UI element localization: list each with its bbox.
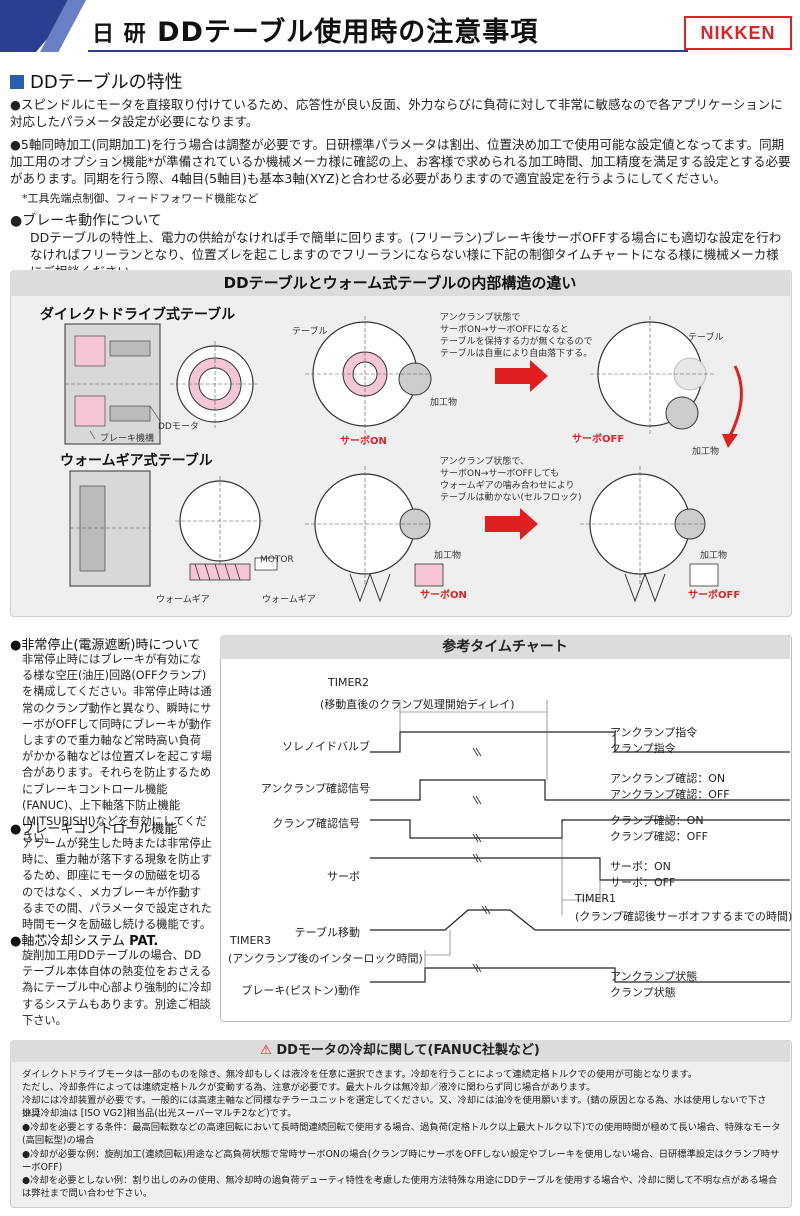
clamp-confirm-lo: クランプ確認：OFF: [610, 830, 708, 843]
label-worm-2: ウォームギア: [262, 595, 316, 605]
label-dd-motor: DDモータ: [158, 422, 199, 432]
servo-lo: サーボ：OFF: [610, 876, 676, 889]
header-underline: [88, 50, 688, 52]
cooling-system-body: 旋削加工用DDテーブルの場合、DDテーブル本体自体の熱変位をおさえる為にテーブル…: [22, 949, 212, 1027]
para-spindle: ●スピンドルにモータを直接取り付けているため、応答性が良い反面、外力ならびに負荷…: [10, 97, 783, 129]
label-work-3: 加工物: [434, 551, 462, 561]
arrow-right-icon: [495, 360, 548, 392]
para-sync: ●5軸同時加工(同期加工)を行う場合は調整が必要です。日研標準パラメータは割出、…: [10, 137, 791, 186]
dd-servo-off-figure: [590, 316, 743, 448]
structure-diagram: [64, 316, 743, 603]
label-servo-on-2: サーボON: [420, 590, 467, 601]
table-move-waveform: [370, 909, 790, 931]
structure-diagram-title: DDテーブルとウォーム式テーブルの内部構造の違い: [10, 270, 790, 296]
label-motor: MOTOR: [260, 555, 294, 565]
timer1-desc: (クランプ確認後サーボオフするまでの時間): [575, 910, 793, 923]
cooling-line-1: ダイレクトドライブモータは一部のものを除き、無冷却もしくは液冷を任意に選択できま…: [22, 1069, 698, 1080]
worm-front: [175, 476, 278, 581]
worm-servo-on-figure: [305, 466, 444, 603]
signal-table-move: テーブル移動: [294, 926, 360, 939]
label-table-1: テーブル: [292, 327, 328, 337]
dd-front-ring: [170, 341, 260, 428]
label-brake: ブレーキ機構: [100, 434, 155, 444]
cooling-title: ⚠ DDモータの冷却に関して(FANUC社製など): [10, 1040, 790, 1062]
worm-cross-section: [69, 470, 151, 587]
solenoid-hi: アンクランプ指令: [610, 726, 698, 739]
estop-body: 非常停止時にはブレーキが有効になる様な空圧(油圧)回路(OFFクランプ)を構成し…: [22, 653, 212, 845]
cooling-line-6: ●冷却が必要な例：旋削加工(連続回転)用途など高負荷状態で常時サーボONの場合(…: [22, 1149, 780, 1173]
label-worm-1: ウォームギア: [156, 595, 210, 605]
worm-servo-off-figure: [580, 466, 719, 603]
cooling-title-text: DDモータの冷却に関して(FANUC社製など): [276, 1043, 540, 1058]
cooling-system-title-text: ●軸芯冷却システム: [10, 934, 125, 949]
pat-mark: PAT.: [129, 934, 159, 949]
timing-chart: [370, 700, 790, 983]
page-title: 日 研 DDテーブル使用時の注意事項: [92, 10, 538, 49]
cooling-line-5: ●冷却を必要とする条件：最高回転数などの高速回転において長時間連続回転で使用する…: [22, 1122, 781, 1146]
unclamp-confirm-hi: アンクランプ確認：ON: [610, 772, 726, 785]
dd-table-title: ダイレクトドライブ式テーブル: [40, 307, 236, 323]
label-work-2: 加工物: [692, 447, 720, 457]
brake-lo: クランプ状態: [610, 986, 676, 999]
cooling-system-title: ●軸芯冷却システム PAT.: [10, 930, 158, 949]
label-table-2: テーブル: [688, 333, 724, 343]
signal-unclamp-confirm: アンクランプ確認信号: [260, 782, 370, 795]
solenoid-waveform: [370, 731, 790, 753]
clamp-confirm-waveform: [370, 819, 790, 839]
label-work-4: 加工物: [700, 551, 728, 561]
worm-note: アンクランプ状態で、 サーボON→サーボOFFしても ウォームギアの噛み合わせに…: [440, 457, 582, 503]
estop-title: ●非常停止(電源遮断)時について: [10, 638, 201, 653]
signal-solenoid: ソレノイドバルブ: [282, 740, 370, 753]
timer2-desc: (移動直後のクランプ処理開始ディレイ): [320, 698, 515, 711]
brake-control-title: ●ブレーキコントロール機能: [10, 822, 178, 837]
nikken-logo: NIKKEN: [684, 16, 792, 50]
section-title-text: DDテーブルの特性: [30, 72, 183, 93]
timing-chart-title: 参考タイムチャート: [220, 635, 790, 659]
brake-control-body: アラームが発生した時または非常停止時に、重力軸が落下する現象を防止するため、即座…: [22, 837, 212, 932]
worm-table-title: ウォームギア式テーブル: [60, 453, 213, 469]
timing-chart-box: [220, 635, 792, 1022]
brake-hi: アンクランプ状態: [610, 970, 698, 983]
title-text: DDテーブル使用時の注意事項: [157, 17, 539, 48]
dd-cross-section: [64, 323, 161, 445]
cooling-box: [10, 1040, 792, 1208]
brake-body: DDテーブルの特性上、電力の供給がなければ手で簡単に回ります。(フリーラン)ブレ…: [30, 230, 782, 279]
label-servo-off-1: サーボOFF: [572, 434, 625, 445]
signal-brake: ブレーキ(ピストン)動作: [241, 984, 360, 997]
section-title: DDテーブルの特性: [10, 68, 183, 94]
clamp-confirm-hi: クランプ確認：ON: [610, 814, 704, 827]
label-work-1: 加工物: [430, 398, 458, 408]
timer1-label: TIMER1: [575, 892, 617, 905]
unclamp-confirm-lo: アンクランプ確認：OFF: [610, 788, 730, 801]
brake-title: ●ブレーキ動作について: [10, 213, 162, 229]
unclamp-confirm-waveform: [370, 779, 790, 801]
dd-servo-on-figure: [305, 316, 432, 436]
square-icon: [10, 75, 24, 89]
cooling-line-2: ただし、冷却条件によっては連続定格トルクが変動する為、注意が必要です。最大トルク…: [22, 1082, 596, 1093]
timer2-label: TIMER2: [328, 676, 370, 689]
title-prefix: 日 研: [92, 22, 147, 47]
note-options: *工具先端点制御、フィードフォワード機能など: [22, 192, 259, 205]
signal-clamp-confirm: クランプ確認信号: [272, 817, 360, 830]
servo-waveform: [370, 857, 790, 881]
brake-waveform: [370, 967, 790, 983]
signal-servo: サーボ: [327, 870, 360, 883]
servo-hi: サーボ：ON: [610, 860, 671, 873]
solenoid-lo: クランプ指令: [610, 742, 676, 755]
timer3-desc: (アンクランプ後のインターロック時間): [228, 952, 423, 965]
label-servo-on-1: サーボON: [340, 436, 387, 447]
cooling-line-7: ●冷却を必要としない例：割り出しのみの使用、無冷却時の過負荷デューティ特性を考慮…: [22, 1175, 778, 1199]
dd-note: アンクランプ状態で サーボON→サーボOFFになると テーブルを保持する力が無く…: [440, 313, 593, 359]
label-servo-off-2: サーボOFF: [688, 590, 741, 601]
arrow-right-icon-2: [485, 508, 538, 540]
cooling-line-4: 推奨冷却油は [ISO VG2]相当品(出光スーパーマルチ2など)です。: [22, 1108, 297, 1119]
timer3-label: TIMER3: [230, 934, 272, 947]
cooling-line-3: 冷却には冷却装置が必要です。一般的には高速主軸など同様なチラーユニットを選定して…: [22, 1095, 767, 1119]
warning-icon: ⚠: [260, 1043, 272, 1058]
